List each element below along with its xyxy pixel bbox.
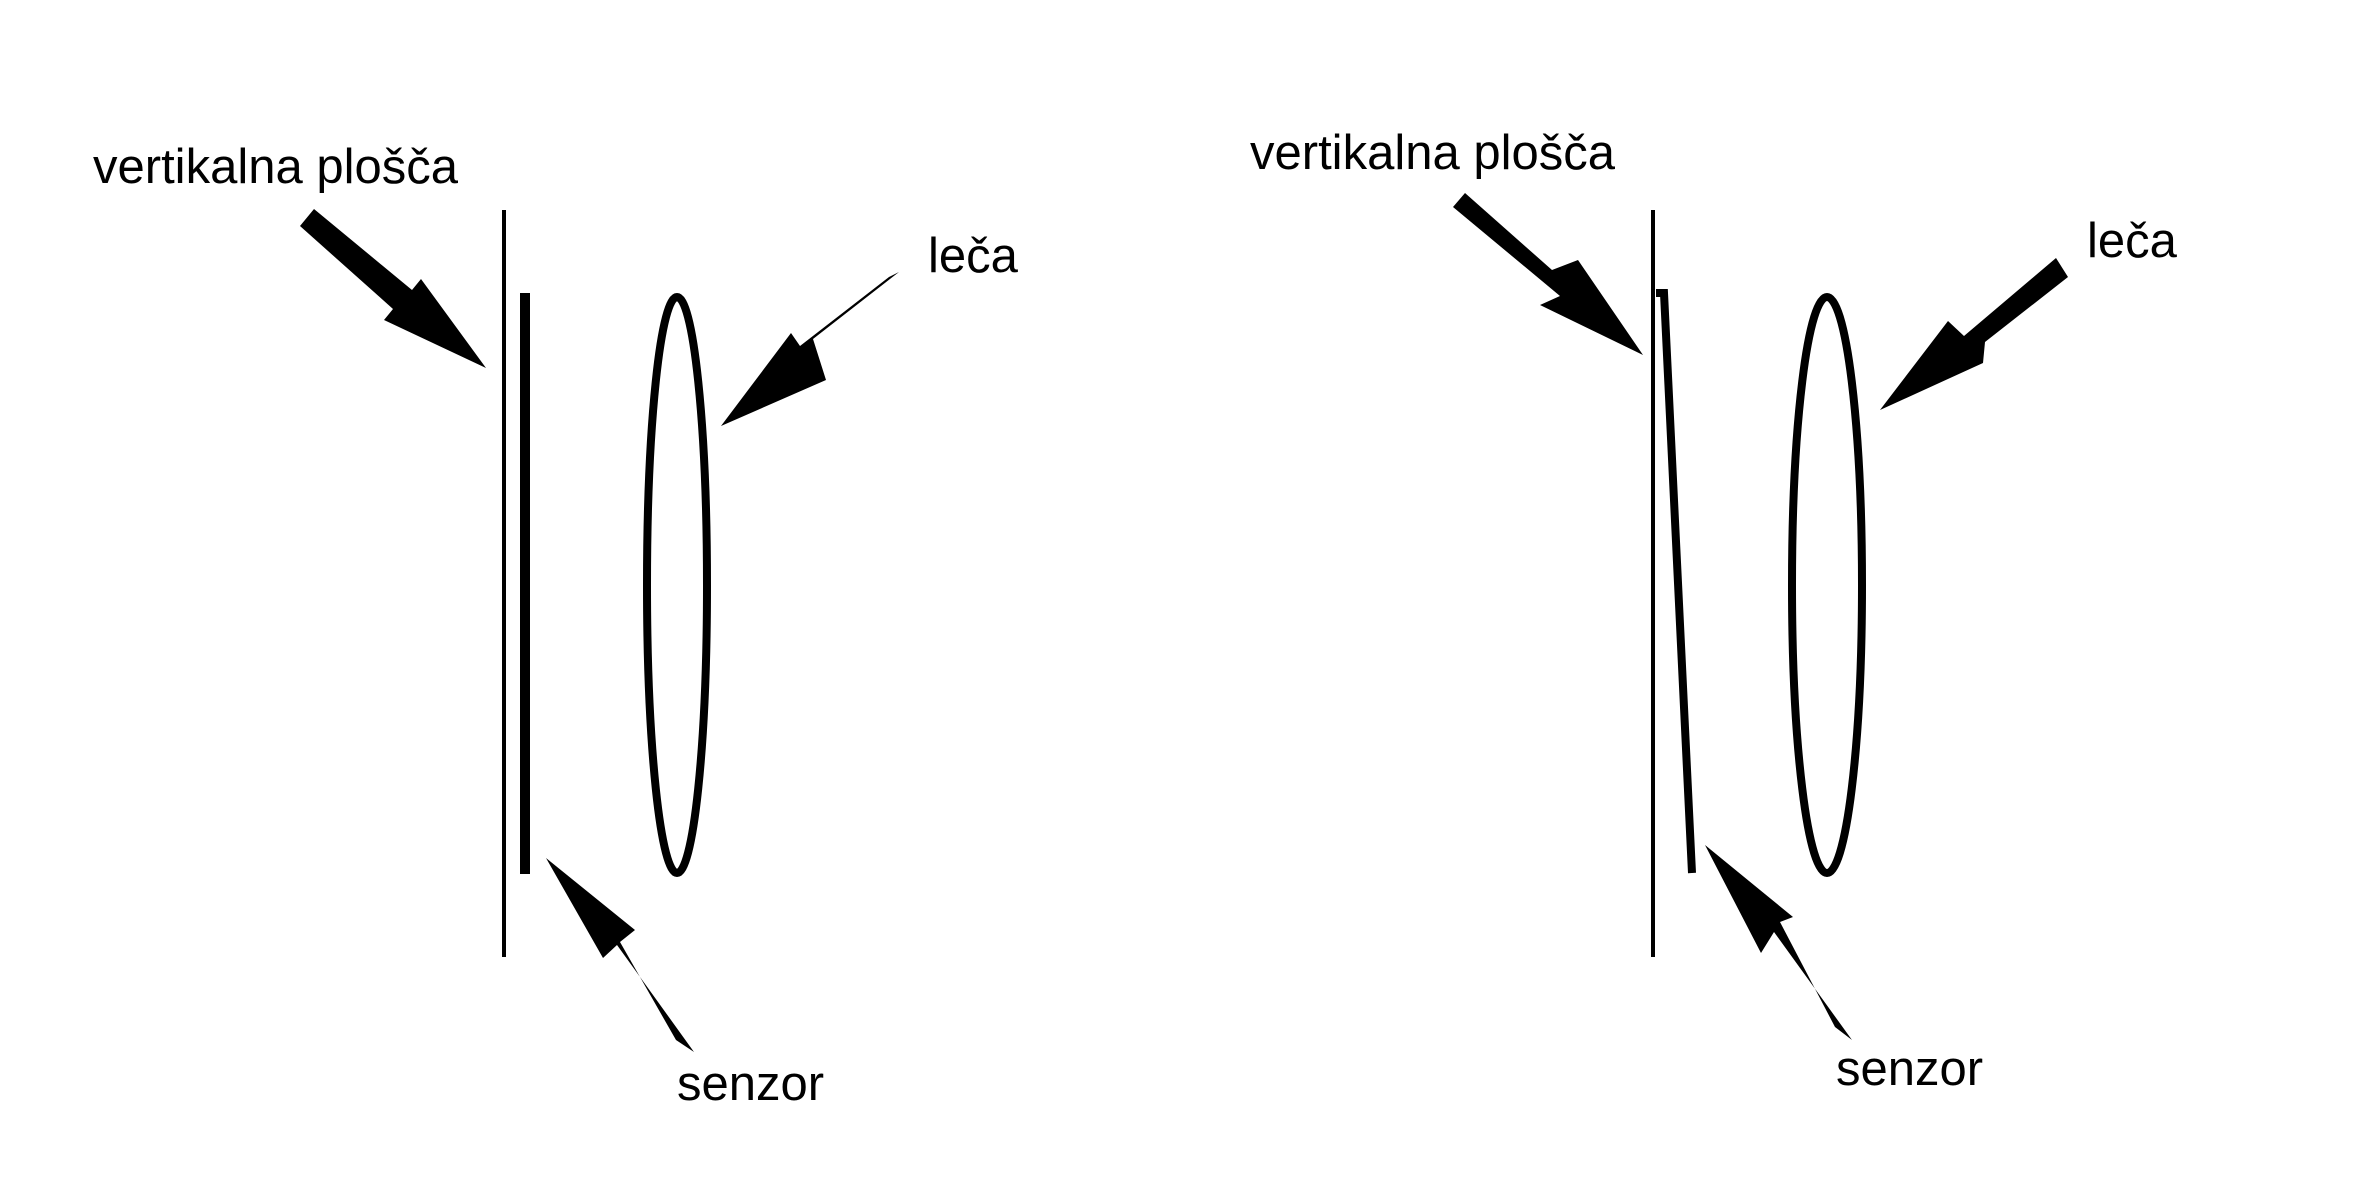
sensor-arrow	[546, 858, 694, 1052]
panel-aligned: vertikalna plošča leča senzor	[93, 140, 1019, 1111]
lens	[1788, 293, 1866, 877]
lens	[643, 293, 711, 877]
lens-label: leča	[928, 229, 1019, 283]
sensor-label: senzor	[677, 1057, 824, 1111]
plate-label: vertikalna plošča	[1250, 126, 1616, 180]
panel-tilted: vertikalna plošča leča senzor	[1250, 126, 2178, 1096]
plate-arrow	[1453, 193, 1643, 355]
lens-arrow	[1880, 258, 2068, 410]
sensor-tilted	[1656, 289, 1696, 874]
sensor-arrow	[1705, 845, 1852, 1040]
plate-arrow	[300, 209, 486, 368]
plate-label: vertikalna plošča	[93, 140, 459, 194]
lens-label: leča	[2087, 214, 2178, 268]
lens-arrow	[721, 272, 899, 426]
sensor-label: senzor	[1836, 1042, 1983, 1096]
